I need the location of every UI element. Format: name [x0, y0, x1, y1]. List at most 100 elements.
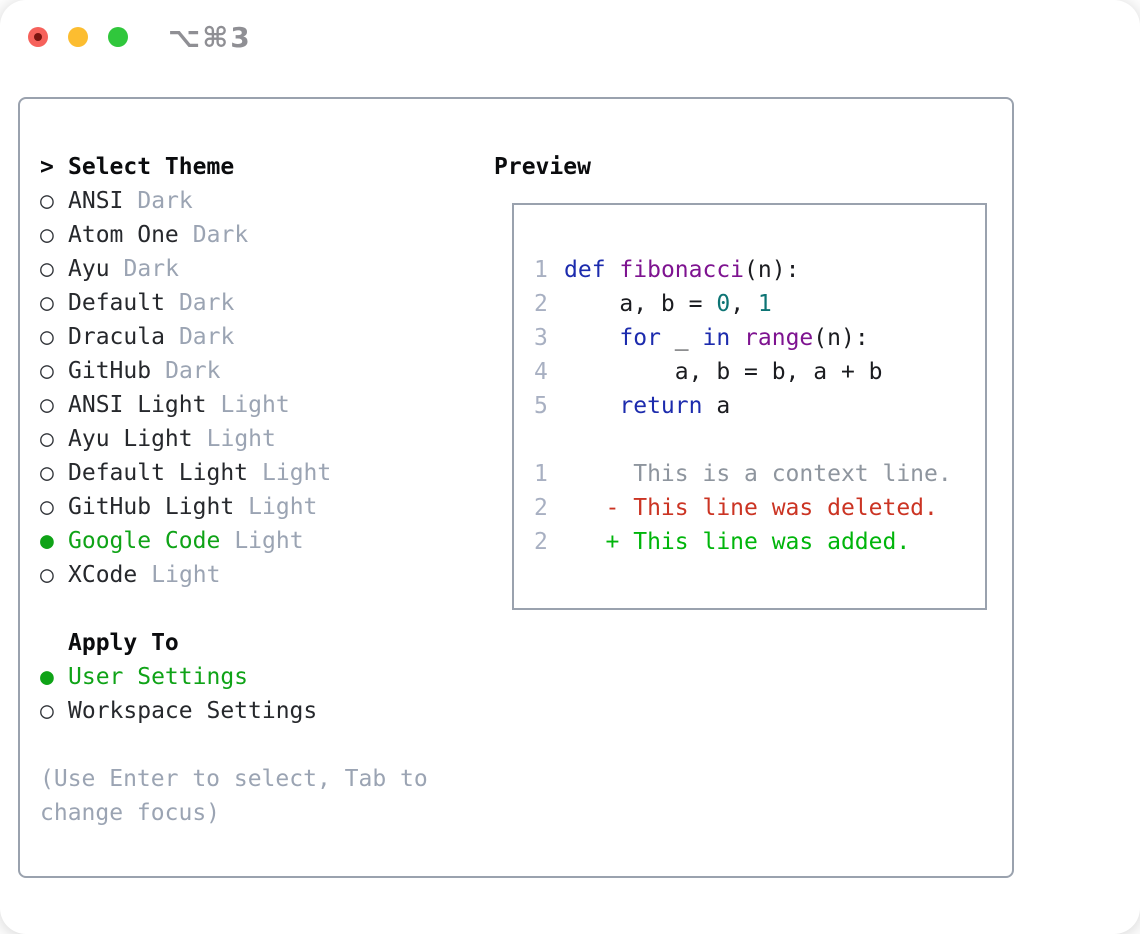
theme-option-github-light[interactable]: ○ GitHub Light Light — [40, 490, 480, 524]
spacer — [40, 592, 480, 626]
keyboard-hint-text: (Use Enter to select, Tab to change focu… — [40, 766, 428, 826]
code-line: 2 a, b = 0, 1 — [534, 287, 985, 321]
radio-unselected-icon: ○ — [40, 256, 54, 282]
code-line-content: a, b = 0, 1 — [564, 287, 771, 321]
theme-name: GitHub Light — [68, 494, 235, 520]
code-token: (n): — [813, 325, 869, 351]
theme-name: Atom One — [68, 222, 179, 248]
apply-to-header-label: Apply To — [68, 630, 179, 656]
diff-line-added: 2 + This line was added. — [534, 525, 985, 559]
code-token — [564, 325, 619, 351]
close-button-icon[interactable] — [28, 27, 48, 47]
cursor-chevron-icon: > — [40, 154, 54, 180]
radio-unselected-icon: ○ — [40, 426, 54, 452]
code-token: return — [619, 393, 703, 419]
code-line: 3 for _ in range(n): — [534, 321, 985, 355]
code-token: in — [702, 325, 731, 351]
theme-name: Default — [68, 290, 165, 316]
preview-header: Preview — [494, 154, 591, 180]
code-line-content: def fibonacci(n): — [564, 253, 799, 287]
line-number: 5 — [534, 393, 548, 419]
theme-variant: Light — [220, 392, 290, 418]
radio-unselected-icon: ○ — [40, 358, 54, 384]
theme-variant: Dark — [137, 188, 193, 214]
code-token — [606, 257, 620, 283]
theme-name: Default Light — [68, 460, 249, 486]
theme-variant: Dark — [178, 290, 235, 316]
radio-selected-icon: ● — [40, 664, 54, 690]
code-token: def — [564, 257, 606, 283]
apply-to-header: Apply To — [40, 626, 480, 660]
line-number: 4 — [534, 359, 548, 385]
apply-option-user-settings[interactable]: ● User Settings — [40, 660, 480, 694]
theme-name: ANSI Light — [68, 392, 207, 418]
code-token: (n): — [744, 257, 800, 283]
theme-variant: Light — [234, 528, 304, 554]
zoom-button-icon[interactable] — [108, 27, 128, 47]
apply-to-list: ● User Settings ○ Workspace Settings — [40, 660, 480, 728]
theme-name: Google Code — [68, 528, 221, 554]
apply-option-workspace-settings[interactable]: ○ Workspace Settings — [40, 694, 480, 728]
radio-unselected-icon: ○ — [40, 698, 54, 724]
code-line: 4 a, b = b, a + b — [534, 355, 985, 389]
theme-option-github[interactable]: ○ GitHub Dark — [40, 354, 480, 388]
theme-option-default[interactable]: ○ Default Dark — [40, 286, 480, 320]
theme-option-ayu[interactable]: ○ Ayu Dark — [40, 252, 480, 286]
theme-option-google-code[interactable]: ● Google Code Light — [40, 524, 480, 558]
code-token: 0 — [716, 291, 731, 317]
apply-option-label: User Settings — [68, 664, 249, 690]
diff-preview-block: 1 This is a context line.2 - This line w… — [534, 457, 985, 559]
radio-selected-icon: ● — [40, 528, 54, 554]
select-theme-header-label: Select Theme — [68, 154, 235, 180]
theme-variant: Dark — [165, 358, 221, 384]
select-theme-header: > Select Theme — [40, 150, 480, 184]
spacer — [40, 728, 480, 762]
theme-variant: Light — [206, 426, 276, 452]
radio-unselected-icon: ○ — [40, 188, 54, 214]
radio-unselected-icon: ○ — [40, 494, 54, 520]
theme-variant: Dark — [123, 256, 179, 282]
code-line-content: return a — [564, 389, 730, 423]
theme-name: Ayu — [68, 256, 110, 282]
code-token: a — [702, 393, 731, 419]
theme-name: GitHub — [68, 358, 152, 384]
code-line-content: for _ in range(n): — [564, 321, 869, 355]
code-token — [564, 393, 619, 419]
theme-variant: Light — [248, 494, 318, 520]
theme-option-ayu-light[interactable]: ○ Ayu Light Light — [40, 422, 480, 456]
code-token: a, b = b, a + b — [564, 359, 883, 385]
code-token: range — [744, 325, 814, 351]
theme-variant: Dark — [192, 222, 249, 248]
radio-unselected-icon: ○ — [40, 460, 54, 486]
minimize-button-icon[interactable] — [68, 27, 88, 47]
line-number: 2 — [534, 529, 548, 555]
theme-name: Ayu Light — [68, 426, 193, 452]
code-token: , — [730, 291, 758, 317]
diff-line-content: + This line was added. — [564, 529, 911, 555]
title-bar: ⌥⌘3 — [0, 0, 1140, 74]
radio-unselected-icon: ○ — [40, 562, 54, 588]
code-line: 5 return a — [534, 389, 985, 423]
theme-variant: Dark — [178, 324, 235, 350]
code-token — [730, 325, 744, 351]
line-number: 1 — [534, 461, 548, 487]
radio-unselected-icon: ○ — [40, 290, 54, 316]
code-token: fibonacci — [619, 257, 745, 283]
apply-option-label: Workspace Settings — [68, 698, 318, 724]
line-number: 2 — [534, 495, 548, 521]
code-token: _ — [660, 325, 703, 351]
diff-line-content: This is a context line. — [564, 461, 952, 487]
line-number: 2 — [534, 291, 548, 317]
